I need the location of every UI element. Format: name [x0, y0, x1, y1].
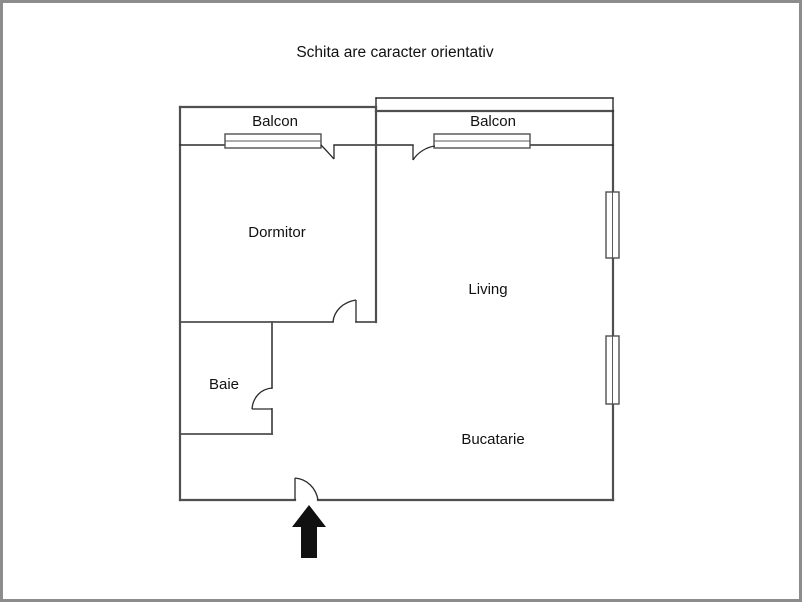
room-label-living: Living	[468, 281, 507, 298]
room-label-balcon-left: Balcon	[252, 113, 298, 130]
door-entrance	[294, 477, 319, 501]
interior-walls	[179, 105, 378, 435]
windows	[224, 133, 620, 405]
door-balcon-right	[412, 145, 436, 161]
door-balcon-left	[320, 144, 335, 160]
window-balcon-right	[433, 133, 531, 149]
room-labels: Balcon Balcon Dormitor Living Baie Bucat…	[209, 113, 525, 448]
window-balcon-left	[224, 133, 322, 149]
room-label-dormitor: Dormitor	[248, 224, 306, 241]
window-living-lower	[605, 335, 620, 405]
room-label-baie: Baie	[209, 376, 239, 393]
plan-title: Schita are caracter orientativ	[296, 44, 494, 61]
room-label-balcon-right: Balcon	[470, 113, 516, 130]
outer-walls	[178, 105, 615, 502]
room-label-bucatarie: Bucatarie	[461, 431, 524, 448]
door-baie	[251, 387, 273, 410]
entrance-arrow	[292, 505, 326, 558]
doors	[251, 144, 436, 501]
window-living-upper	[605, 191, 620, 259]
door-dormitor	[332, 299, 357, 323]
